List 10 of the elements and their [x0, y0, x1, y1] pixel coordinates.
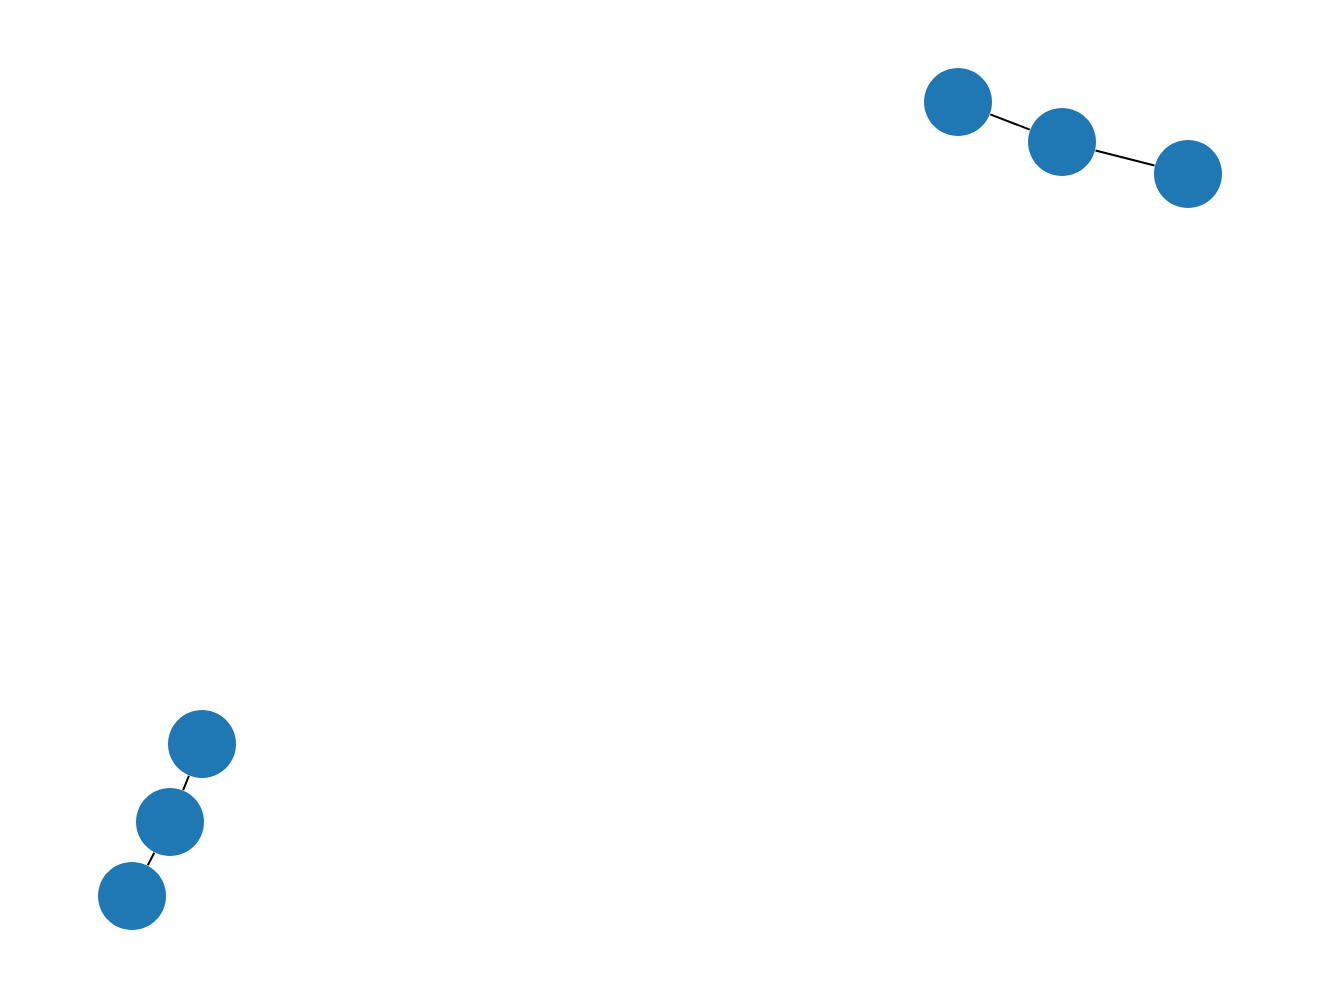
graph-node — [98, 862, 166, 930]
graph-node — [924, 68, 992, 136]
graph-node — [1028, 108, 1096, 176]
edge-line — [146, 851, 156, 867]
edge-line — [182, 774, 190, 792]
graph-node — [1154, 140, 1222, 208]
edge-line — [1094, 149, 1156, 167]
graph-node — [168, 710, 236, 778]
edge-line — [989, 113, 1031, 131]
graph-node — [136, 788, 204, 856]
